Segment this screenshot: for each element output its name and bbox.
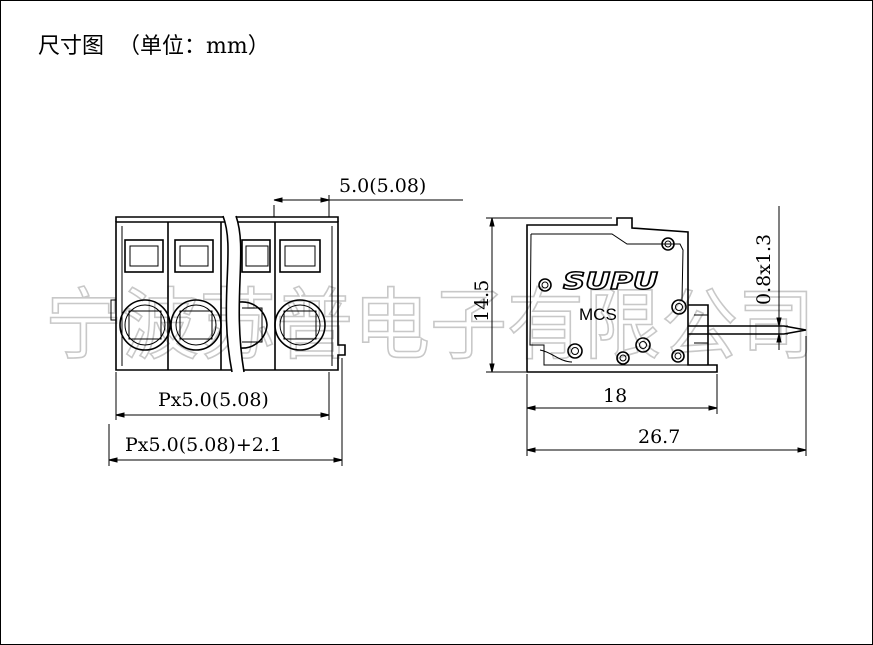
height-dimension-label: 14.5: [471, 280, 493, 322]
overall-depth-dimension-label: 26.7: [638, 426, 680, 448]
body-depth-dimension-label: 18: [603, 385, 627, 407]
terminal-pole-partial: [239, 239, 271, 349]
break-line-left: [222, 215, 233, 373]
side-view-dimensions: [486, 206, 807, 456]
break-line-right: [235, 215, 245, 373]
model-label: MCS: [579, 305, 617, 324]
pin-dimension-label: 0.8x1.3: [753, 234, 775, 305]
terminal-pole-1: [119, 222, 171, 370]
brand-logo-text: SUPU: [563, 269, 658, 295]
page-title: 尺寸图 （单位：mm）: [38, 34, 270, 59]
width-dimension-label: Px5.0(5.08): [158, 389, 269, 411]
overall-width-dimension-label: Px5.0(5.08)+2.1: [125, 434, 282, 456]
pitch-dimension-label: 5.0(5.08): [339, 175, 426, 197]
terminal-pole-2: [170, 222, 222, 370]
terminal-pole-last: [274, 222, 326, 370]
side-view: [526, 217, 807, 373]
front-view-dimensions: [108, 195, 463, 466]
